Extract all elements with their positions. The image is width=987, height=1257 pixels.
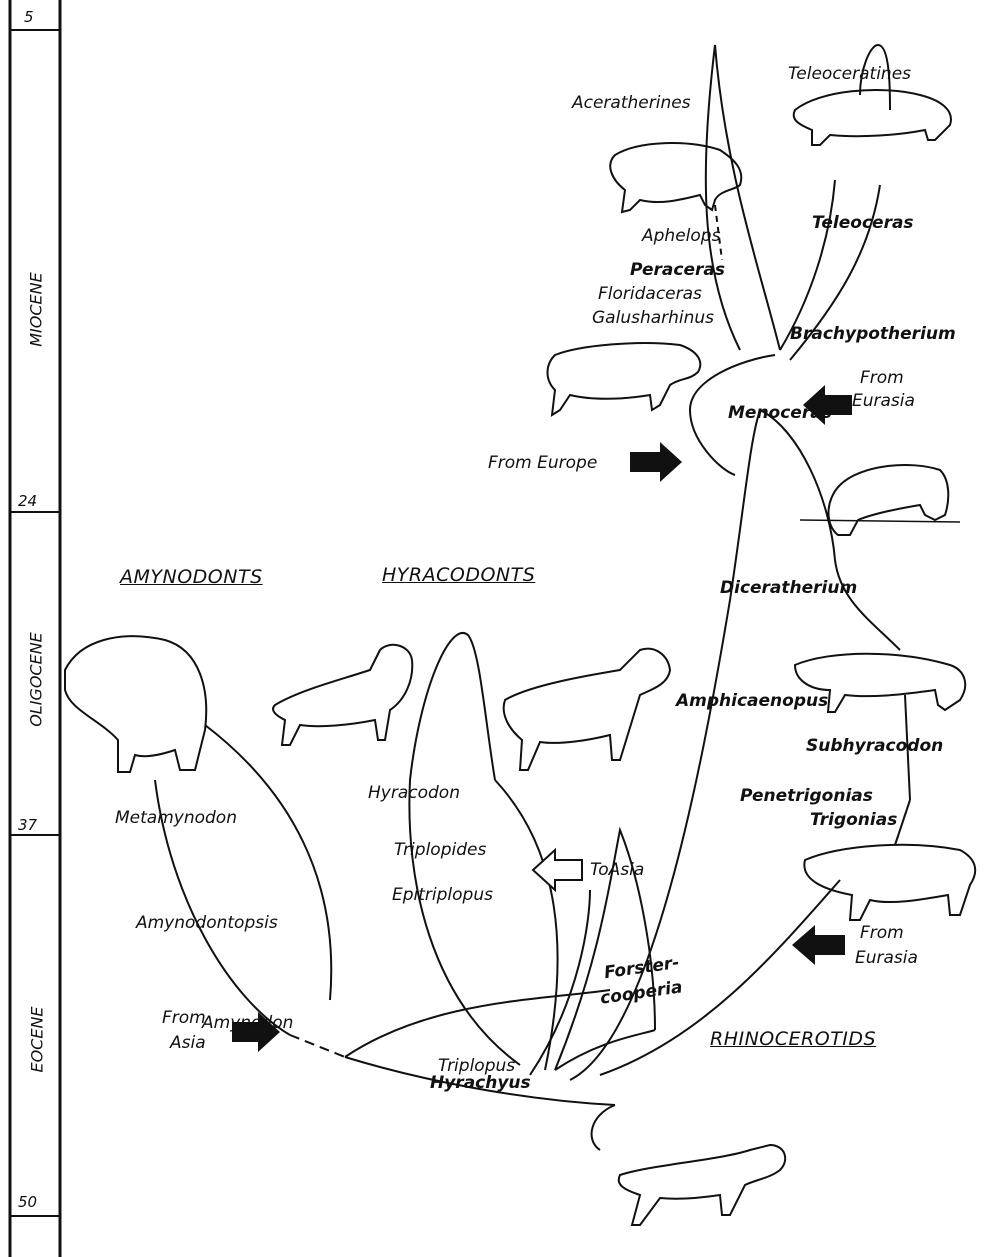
taxon-aphelops: Aphelops [642, 228, 720, 245]
hyrachyus-animal [619, 1145, 786, 1225]
hyracodont-animal-left [273, 645, 412, 745]
taxon-amynodon: Amynodon [202, 1015, 293, 1032]
taxon-hyrachyus: Hyrachyus [430, 1075, 531, 1092]
group-rhinocerotids: RHINOCEROTIDS [710, 1030, 876, 1049]
taxon-teleoceratines: Teleoceratines [788, 66, 911, 83]
teleoceratine-animal [794, 90, 951, 145]
menoceras-animal [548, 343, 701, 415]
taxon-menoceras: Menoceras [728, 405, 832, 422]
label-from-eurasia-top-2: Eurasia [852, 393, 915, 410]
label-to-asia: ToAsia [590, 862, 644, 879]
taxon-amphicaenopus: Amphicaenopus [676, 693, 828, 710]
taxon-peraceras: Peraceras [630, 262, 725, 279]
label-from-asia-1: From [162, 1010, 206, 1027]
group-hyracodonts: HYRACODONTS [382, 566, 535, 585]
taxon-aceratherines: Aceratherines [572, 95, 691, 112]
epoch-miocene: MIOCENE [27, 260, 46, 360]
taxon-galusharhinus: Galusharhinus [592, 310, 714, 327]
tick-50: 50 [18, 1193, 37, 1211]
animal-sketches [65, 90, 975, 1225]
aceratherine-animal [610, 143, 741, 212]
label-from-eurasia-bottom-1: From [860, 925, 904, 942]
tick-5: 5 [24, 8, 34, 26]
taxon-teleoceras: Teleoceras [812, 215, 914, 232]
label-from-asia-2: Asia [170, 1035, 206, 1052]
taxon-brachypotherium: Brachypotherium [790, 326, 956, 343]
trigonias-animal [804, 845, 975, 920]
label-from-eurasia-bottom-2: Eurasia [855, 950, 918, 967]
taxon-subhyracodon: Subhyracodon [806, 738, 943, 755]
taxon-amynodontopsis: Amynodontopsis [136, 915, 278, 932]
hyracodont-animal-right [504, 649, 670, 770]
from-eurasia-bottom-arrow-icon [792, 925, 845, 965]
taxon-epitriplopus: Epitriplopus [392, 887, 493, 904]
migration-arrows [232, 385, 852, 1052]
taxon-trigonias: Trigonias [810, 812, 897, 829]
taxon-triplopides: Triplopides [394, 842, 486, 859]
taxon-hyracodon: Hyracodon [368, 785, 460, 802]
epoch-eocene: EOCENE [28, 995, 47, 1085]
taxon-diceratherium: Diceratherium [720, 580, 857, 597]
epoch-oligocene: OLIGOCENE [27, 622, 46, 738]
from-europe-arrow-icon [630, 442, 682, 482]
tick-24: 24 [18, 492, 37, 510]
metamynodon-animal [65, 636, 206, 772]
label-from-eurasia-top-1: From [860, 370, 904, 387]
label-from-europe: From Europe [488, 455, 597, 472]
tick-37: 37 [18, 816, 37, 834]
taxon-metamynodon: Metamynodon [115, 810, 237, 827]
group-amynodonts: AMYNODONTS [120, 568, 263, 587]
diceratherium-animal [800, 465, 960, 535]
taxon-floridaceras: Floridaceras [598, 286, 702, 303]
taxon-penetrigonias: Penetrigonias [740, 788, 873, 805]
